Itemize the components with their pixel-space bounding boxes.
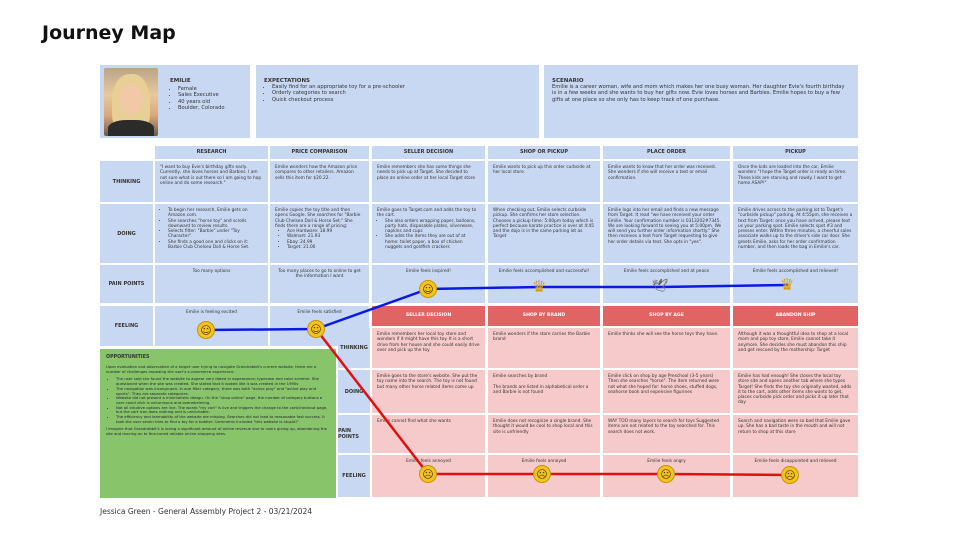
doing-step: To begin her research, Emilie gets on Am…	[168, 208, 263, 219]
doing-price-intro: Emilie copies the toy title and then ope…	[275, 208, 361, 229]
doing-price: Emilie copies the toy title and then ope…	[270, 204, 369, 263]
scenario-title: SCENARIO	[552, 78, 584, 84]
expectation-item: Quick checkout process	[272, 97, 531, 103]
smirking-face-icon: ☺	[419, 280, 437, 298]
doing-step: She finds a good one and clicks on it: B…	[168, 240, 263, 251]
alt-doing-brand: Emilie searches by brand The brands are …	[488, 370, 600, 413]
smiling-face-icon: ☺	[307, 320, 325, 338]
alt-thinking-seller: Emilie remembers her local toy store and…	[372, 328, 485, 368]
expectations-title: EXPECTATIONS	[264, 78, 311, 84]
alt-thinking-abandon: Although it was a thoughtful idea to sho…	[733, 328, 858, 368]
trophy-icon: ♛	[532, 277, 547, 296]
doing-research: To begin her research, Emilie gets on Am…	[155, 204, 268, 263]
doing-seller: Emilie goes to Target.com and adds the t…	[372, 204, 485, 263]
expectations-list: Easily find for an appropriate toy for a…	[264, 84, 531, 103]
alt-row-label-pain-points: PAIN POINTS	[338, 415, 370, 453]
stage-header-price-comparison: PRICE COMPARISON	[270, 146, 369, 159]
price-item: Walmart: 21.93	[287, 234, 364, 239]
expectation-item: Orderly categories to search	[272, 90, 531, 96]
alt-thinking-brand: Emilie wonders if the store carries the …	[488, 328, 600, 368]
price-item: Ebay: 24.99	[287, 240, 364, 245]
alt-row-label-doing: DOING	[338, 370, 370, 413]
row-label-feeling: FEELING	[100, 306, 153, 346]
opportunities-outro: I imagine that Grandrabbit's is losing a…	[106, 426, 327, 437]
alt-header-shop-by-age: SHOP BY AGE	[603, 306, 730, 326]
alt-pain-abandon: Search and navigation were so bad that E…	[733, 415, 858, 453]
opportunity-item: The navigation was incongruent. In one f…	[116, 386, 330, 396]
alt-pain-age: WAY TOO many layers to search for toys S…	[603, 415, 730, 453]
alt-header-seller-decision: SELLER DECISION	[372, 306, 485, 326]
doing-shop: When checking out, Emilie selects curbsi…	[488, 204, 600, 263]
doing-step: She adds the items they are out of at ho…	[385, 234, 480, 250]
stage-header-pickup: PICKUP	[733, 146, 858, 159]
opportunity-item: Website did not present a minimalistic d…	[116, 395, 330, 405]
persona-info: EMILIE Female Sales Executive 40 years o…	[170, 78, 248, 112]
doing-step: Selects filter: "Barbie" under "Toy Char…	[168, 229, 263, 240]
alt-doing-age: Emilie click on shop by age Preschool (3…	[603, 370, 730, 413]
alt-row-label-feeling: FEELING	[338, 455, 370, 497]
pain-price: Too many places to go to online to get t…	[270, 265, 369, 303]
stage-header-research: RESEARCH	[155, 146, 268, 159]
thinking-pickup: Once the kids are loaded into the car, E…	[733, 161, 858, 202]
price-item: Target: 21.00	[287, 245, 364, 250]
doing-step: She also orders wrapping paper, balloons…	[385, 219, 480, 235]
pain-research: Too many options	[155, 265, 268, 303]
thinking-place: Emilie wants to know that her order was …	[603, 161, 730, 202]
scenario-text: Emilie is a career woman, wife and mom w…	[552, 84, 845, 103]
thinking-research: "I want to buy Evie's birthday gifts ear…	[155, 161, 268, 202]
alt-pain-seller: Emilie cannot find what she wants	[372, 415, 485, 453]
frowning-face-icon: ☹	[533, 465, 551, 483]
row-label-thinking: THINKING	[100, 161, 153, 202]
price-item: Ace Hardware: 18.99	[287, 229, 364, 234]
expectation-item: Easily find for an appropriate toy for a…	[272, 84, 531, 90]
footer-credit: Jessica Green - General Assembly Project…	[100, 507, 313, 516]
persona-photo	[104, 68, 158, 136]
alt-header-shop-by-brand: SHOP BY BRAND	[488, 306, 600, 326]
frowning-face-icon: ☹	[419, 465, 437, 483]
persona-name: EMILIE	[170, 78, 191, 84]
doing-pickup: Emilie drives across to the parking lot …	[733, 204, 858, 263]
dove-icon: 🕊	[652, 279, 669, 294]
expectations-card: EXPECTATIONS Easily find for an appropri…	[256, 65, 539, 138]
page-title: Journey Map	[42, 22, 176, 44]
alt-thinking-age: Emilie thinks she will see the horse toy…	[603, 328, 730, 368]
alt-pain-brand: Emilie does not recognize a single brand…	[488, 415, 600, 453]
alt-header-abandon-ship: ABANDON SHIP	[733, 306, 858, 326]
persona-detail: Boulder, Colorado	[178, 105, 248, 111]
angry-face-icon: ☹	[657, 465, 675, 483]
thinking-price: Emilie wonders how the Amazon price comp…	[270, 161, 369, 202]
persona-details: Female Sales Executive 40 years old Boul…	[170, 86, 248, 112]
row-label-pain-points: PAIN POINTS	[100, 265, 153, 303]
grinning-face-icon: ☺	[197, 321, 215, 339]
opportunities-panel: OPPORTUNITIES Upon evaluation and observ…	[100, 349, 336, 498]
thinking-seller: Emilie remembers she has some things she…	[372, 161, 485, 202]
opportunity-item: The user said she found the website to a…	[116, 376, 330, 386]
opportunity-item: The efficiency and learnability of the w…	[116, 414, 330, 424]
doing-seller-intro: Emilie goes to Target.com and adds the t…	[377, 208, 477, 219]
row-label-doing: DOING	[100, 204, 153, 263]
scenario-card: SCENARIO Emilie is a career woman, wife …	[544, 65, 858, 138]
stage-header-seller-decision: SELLER DECISION	[372, 146, 485, 159]
persona-detail: 40 years old	[178, 99, 248, 105]
alt-doing-seller: Emilie goes to the store's website. She …	[372, 370, 485, 413]
doing-step: She searches "horse toy" and scrolls dow…	[168, 219, 263, 230]
opportunities-body: Upon evaluation and observation of a tar…	[106, 364, 330, 437]
opportunities-intro: Upon evaluation and observation of a tar…	[106, 364, 317, 374]
sleepy-face-icon: ☹	[781, 466, 799, 484]
pain-pickup: Emilie feels accomplished and relieved!	[733, 265, 858, 303]
persona-detail: Sales Executive	[178, 92, 248, 98]
stage-header-shop-or-pickup: SHOP OR PICKUP	[488, 146, 600, 159]
opportunity-item: Not all intuitive options are live. The …	[116, 405, 330, 415]
persona-detail: Female	[178, 86, 248, 92]
alt-doing-abandon: Emilie has had enough! She closes the lo…	[733, 370, 858, 413]
doing-place: Emilie logs into her email and finds a n…	[603, 204, 730, 263]
opportunities-title: OPPORTUNITIES	[106, 355, 150, 360]
thinking-shop: Emilie wants to pick up this order curbs…	[488, 161, 600, 202]
trophy-icon: ♛	[780, 275, 795, 294]
alt-row-label-thinking: THINKING	[338, 328, 370, 368]
stage-header-place-order: PLACE ORDER	[603, 146, 730, 159]
